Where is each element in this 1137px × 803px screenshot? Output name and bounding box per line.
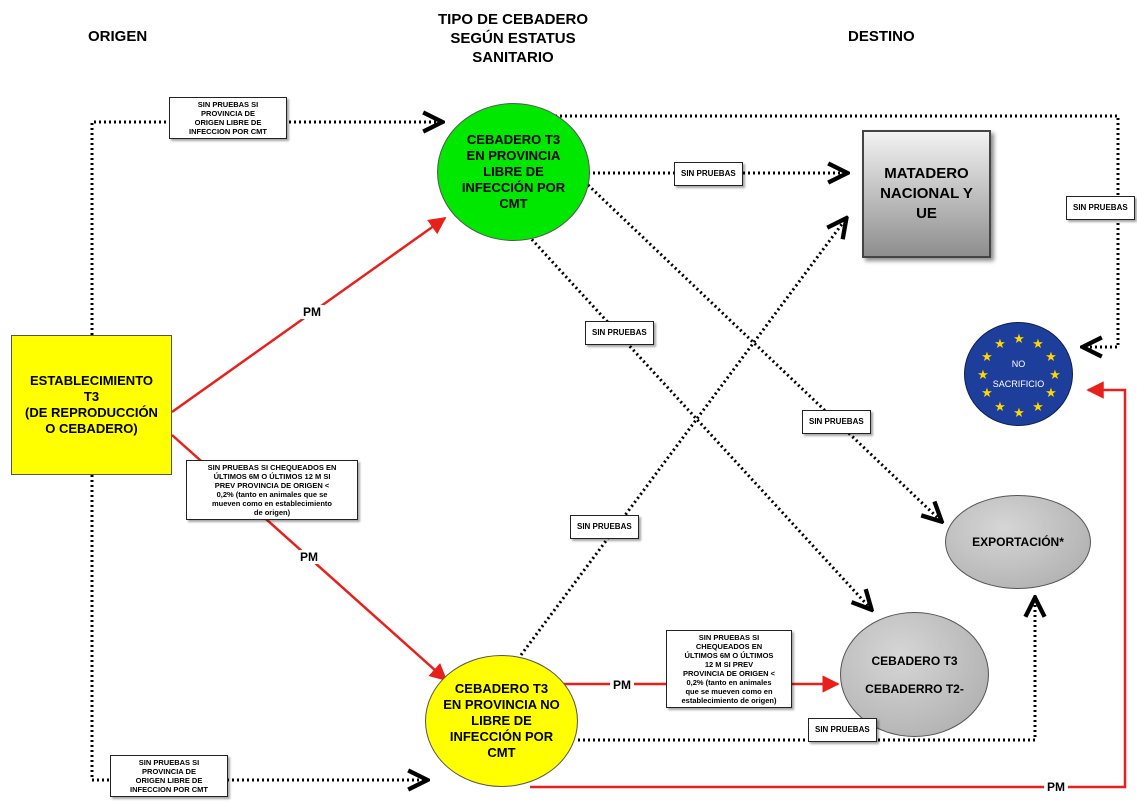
- label-not-free-to-export: SIN PRUEBAS: [808, 718, 877, 742]
- dotted-arrow-free-to-export: [586, 183, 940, 520]
- svg-text:★: ★: [981, 386, 993, 401]
- label-not-free-to-matadero: SIN PRUEBAS: [570, 515, 639, 539]
- pm-label-not-free-to-t3: PM: [610, 678, 634, 692]
- svg-text:★: ★: [994, 337, 1006, 352]
- exportacion-node: EXPORTACIÓN*: [945, 495, 1091, 589]
- cebadero-free-node: CEBADERO T3 EN PROVINCIA LIBRE DE INFECC…: [437, 103, 590, 241]
- matadero-node: MATADERO NACIONAL Y UE: [862, 130, 991, 258]
- cebadero-t2-label: CEBADERRO T2-: [865, 681, 964, 696]
- label-right-side: SIN PRUEBAS: [1066, 196, 1135, 220]
- dotted-arrow-free-to-t3: [523, 230, 870, 608]
- cebadero-t3-label: CEBADERO T3: [871, 653, 958, 668]
- red-arrow-not-free-to-no-sacrificio: [530, 381, 1127, 789]
- svg-text:★: ★: [1013, 332, 1025, 347]
- svg-text:★: ★: [994, 400, 1006, 415]
- label-bottom-origin-condition: SIN PRUEBAS SI PROVINCIA DE ORIGEN LIBRE…: [110, 755, 228, 797]
- svg-text:★: ★: [1013, 406, 1025, 421]
- dotted-arrow-origin-to-free: [90, 122, 440, 335]
- svg-text:★: ★: [977, 368, 989, 383]
- no-sacrificio-node: ★ ★ ★ ★ ★ ★ ★ ★ ★ ★ ★ ★ NO SACRIFICIO: [964, 322, 1073, 426]
- eu-stars-icon: ★ ★ ★ ★ ★ ★ ★ ★ ★ ★ ★ ★: [977, 332, 1061, 421]
- svg-text:★: ★: [1032, 400, 1044, 415]
- svg-text:★: ★: [1045, 386, 1057, 401]
- svg-text:★: ★: [1032, 337, 1044, 352]
- header-origin: ORIGEN: [88, 28, 148, 45]
- pm-label-origin-to-not-free: PM: [297, 550, 321, 564]
- svg-text:★: ★: [981, 350, 993, 365]
- pm-label-origin-to-free: PM: [300, 305, 324, 319]
- establishment-node: ESTABLECIMIENTO T3 (DE REPRODUCCIÓN O CE…: [11, 335, 172, 475]
- label-checked-t3-condition: SIN PRUEBAS SI CHEQUEADOS EN ÚLTIMOS 6M …: [666, 630, 792, 708]
- no-sacrificio-label-2: SACRIFICIO: [992, 379, 1045, 389]
- cebadero-t3-t2-node: CEBADERO T3 CEBADERRO T2-: [840, 612, 989, 737]
- header-destination: DESTINO: [848, 28, 915, 45]
- header-type: TIPO DE CEBADERO SEGÚN ESTATUS SANITARIO: [437, 11, 588, 66]
- dotted-arrow-not-free-to-matadero: [513, 220, 845, 664]
- label-free-to-matadero: SIN PRUEBAS: [674, 162, 743, 186]
- svg-text:★: ★: [1049, 368, 1061, 383]
- label-top-origin-condition: SIN PRUEBAS SI PROVINCIA DE ORIGEN LIBRE…: [169, 97, 287, 139]
- dotted-arrow-free-to-no-sacrificio: [510, 114, 1120, 347]
- label-free-to-export: SIN PRUEBAS: [802, 410, 871, 434]
- label-free-to-t3: SIN PRUEBAS: [585, 321, 654, 345]
- label-checked-origin-condition: SIN PRUEBAS SI CHEQUEADOS EN ÚLTIMOS 6M …: [186, 460, 358, 520]
- pm-label-not-free-to-no-sacrificio: PM: [1044, 780, 1068, 794]
- dotted-arrow-origin-to-not-free: [90, 475, 425, 780]
- no-sacrificio-label-1: NO: [1011, 359, 1026, 369]
- svg-text:★: ★: [1045, 350, 1057, 365]
- cebadero-not-free-node: CEBADERO T3 EN PROVINCIA NO LIBRE DE INF…: [425, 655, 578, 787]
- dotted-arrow-not-free-to-export: [578, 600, 1035, 742]
